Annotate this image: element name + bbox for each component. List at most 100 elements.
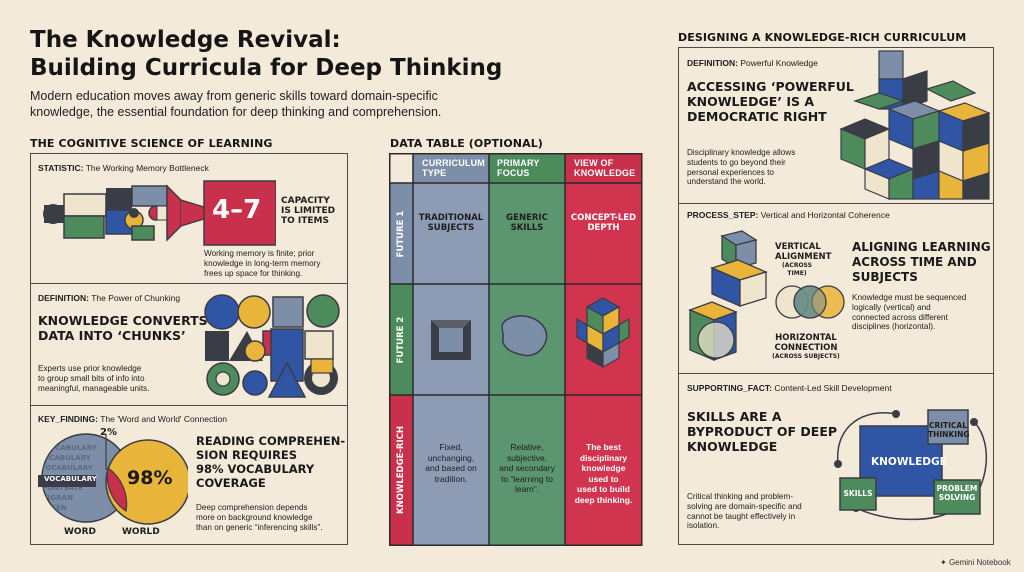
- heading-line: DEMOCRATIC RIGHT: [687, 109, 827, 124]
- capacity-line: CAPACITY: [281, 196, 330, 206]
- coherence-illustration: [688, 230, 845, 361]
- statistic-body: Working memory is finite; prior knowledg…: [204, 249, 321, 278]
- svg-text:PRGRAN: PRGRAN: [40, 494, 73, 502]
- vertical-alignment-label: VERTICAL ALIGNMENT (ACROSS TIME): [775, 242, 831, 278]
- body-line: Experts use prior knowledge: [38, 364, 142, 373]
- word-label: WORD: [64, 527, 96, 537]
- label-line: CONNECTION: [774, 343, 838, 353]
- problem-solving-node: PROBLEM SOLVING: [934, 484, 980, 502]
- powerful-body: Disciplinary knowledge allows students t…: [687, 148, 795, 187]
- svg-text:COSEN: COSEN: [40, 504, 67, 512]
- powerful-label-text: Powerful Knowledge: [740, 58, 818, 68]
- cell-generic-skills: GENERIC SKILLS: [489, 213, 565, 233]
- col-header-line: CURRICULUM: [422, 158, 485, 168]
- heading-line: KNOWLEDGE CONVERTS: [38, 313, 208, 328]
- body-line: more on background knowledge: [196, 512, 313, 522]
- body-line: knowledge in long-term memory: [204, 258, 321, 268]
- heading-line: COVERAGE: [196, 476, 266, 490]
- title-line-2: Building Curricula for Deep Thinking: [30, 55, 503, 81]
- body-line: connected across different: [852, 312, 948, 322]
- chunking-label-text: The Power of Chunking: [91, 293, 181, 303]
- body-line: Disciplinary knowledge allows: [687, 148, 796, 157]
- heading-line: ALIGNING LEARNING: [852, 240, 991, 254]
- cell-relative-subjective: Relative, subjective, and secondary to “…: [489, 442, 565, 495]
- body-line: frees up space for thinking.: [204, 268, 303, 278]
- body-line: Working memory is finite; prior: [204, 249, 315, 258]
- cell-line: subjective,: [506, 452, 548, 463]
- heading-line: KNOWLEDGE’ IS A: [687, 94, 815, 109]
- col-header-line: TYPE: [422, 168, 447, 178]
- body-line: Critical thinking and problem-: [687, 492, 794, 501]
- cell-line: Relative,: [510, 442, 544, 452]
- right-panel: [678, 47, 994, 545]
- svg-text:VOCABULARY: VOCABULARY: [44, 444, 98, 452]
- chunking-illustration: [204, 294, 340, 398]
- capacity-line: IS LIMITED: [281, 206, 336, 216]
- coherence-body: Knowledge must be sequenced logically (v…: [852, 293, 966, 332]
- col-header-primary-focus: PRIMARY FOCUS: [497, 158, 540, 178]
- cell-line: CONCEPT-LED: [570, 213, 637, 223]
- world-label: WORLD: [122, 527, 160, 537]
- cell-line: disciplinary: [579, 452, 628, 463]
- col-header-line: FOCUS: [497, 168, 530, 178]
- node-line: PROBLEM: [936, 484, 978, 493]
- brand-watermark: ✦ Gemini Notebook: [940, 558, 1011, 567]
- label-line: VERTICAL: [775, 242, 821, 252]
- pct-small: 2%: [100, 427, 117, 438]
- heading-line: SION REQUIRES: [196, 448, 298, 462]
- powerful-tag: DEFINITION:: [687, 58, 738, 68]
- heading-line: DATA INTO ‘CHUNKS’: [38, 328, 186, 343]
- node-line: SOLVING: [938, 493, 976, 502]
- right-section-title: DESIGNING A KNOWLEDGE-RICH CURRICULUM: [678, 31, 967, 44]
- body-line: solving are domain-specific and: [687, 501, 802, 511]
- body-line: understand the world.: [687, 177, 766, 187]
- heading-line: SUBJECTS: [852, 270, 918, 284]
- label-line: HORIZONTAL: [775, 333, 837, 343]
- data-table-grid: [389, 153, 643, 546]
- col-header-line: VIEW OF: [574, 158, 614, 168]
- col-header-curriculum-type: CURRICULUM TYPE: [422, 158, 485, 178]
- body-line: meaningful, manageable units.: [38, 383, 150, 393]
- statistic-label-text: The Working Memory Bottleneck: [85, 163, 209, 173]
- key-finding-label-text: The 'Word and World' Connection: [100, 414, 227, 424]
- label-sub: (ACROSS TIME): [782, 262, 812, 277]
- cell-best-disciplinary: The best disciplinary knowledge used to …: [565, 442, 642, 505]
- col-header-line: KNOWLEDGE: [574, 168, 636, 178]
- capacity-text: CAPACITY IS LIMITED TO ITEMS: [281, 196, 335, 226]
- row-label-knowledge-rich: KNOWLEDGE-RICH: [396, 426, 406, 514]
- cell-traditional-subjects: TRADITIONAL SUBJECTS: [413, 213, 489, 233]
- heading-line: ACROSS TIME AND: [852, 255, 977, 269]
- cell-line: used to build: [577, 484, 630, 494]
- powerful-heading: ACCESSING ‘POWERFUL KNOWLEDGE’ IS A DEMO…: [687, 79, 854, 124]
- left-panel: [30, 153, 348, 545]
- supporting-tag: SUPPORTING_FACT:: [687, 383, 773, 393]
- body-line: disciplines (horizontal).: [852, 322, 936, 332]
- brand-text: Gemini Notebook: [948, 558, 1011, 567]
- cell-concept-led-depth: CONCEPT-LED DEPTH: [565, 213, 642, 233]
- process-tag: PROCESS_STEP:: [687, 210, 759, 220]
- heading-line: 98% VOCABULARY: [196, 462, 315, 476]
- body-line: Knowledge must be sequenced: [852, 293, 967, 302]
- page-subtitle: Modern education moves away from generic…: [30, 89, 442, 119]
- left-section-title: THE COGNITIVE SCIENCE OF LEARNING: [30, 137, 273, 150]
- node-line: CRITICAL: [928, 421, 968, 430]
- body-line: students to go beyond their: [687, 157, 786, 167]
- body-line: isolation.: [687, 521, 720, 531]
- knowledge-node: KNOWLEDGE: [871, 456, 947, 468]
- heading-line: READING COMPREHEN-: [196, 434, 346, 448]
- page-title: The Knowledge Revival: Building Curricul…: [30, 26, 550, 82]
- body-line: than on generic “inferencing skills”.: [196, 522, 323, 532]
- cell-line: unchanging,: [427, 452, 475, 463]
- key-finding-label: KEY_FINDING: The 'Word and World' Connec…: [38, 414, 227, 424]
- body-line: to group small bits of info into: [38, 373, 145, 383]
- statistic-label: STATISTIC: The Working Memory Bottleneck: [38, 163, 209, 173]
- body-line: personal experiences to: [687, 167, 774, 177]
- skills-node: SKILLS: [843, 489, 873, 498]
- capacity-number: 4–7: [212, 195, 262, 225]
- heading-line: BYPRODUCT OF DEEP: [687, 424, 838, 439]
- key-finding-heading: READING COMPREHEN- SION REQUIRES 98% VOC…: [196, 434, 345, 490]
- divider: [30, 283, 348, 285]
- chunking-body: Experts use prior knowledge to group sma…: [38, 364, 150, 393]
- key-finding-body: Deep comprehension depends more on backg…: [196, 503, 323, 532]
- row-label-future-2: FUTURE 2: [396, 316, 406, 364]
